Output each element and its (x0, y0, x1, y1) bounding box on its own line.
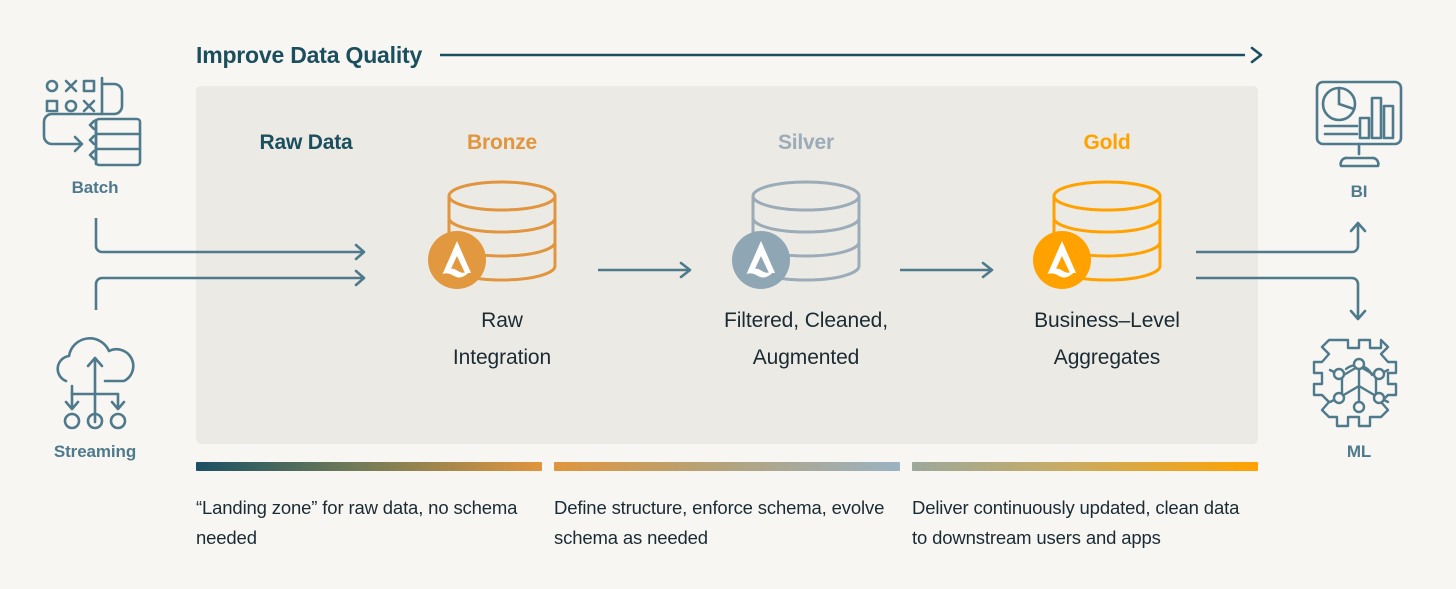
stage-gold[interactable]: Gold Business–Level Aggregates (977, 130, 1237, 376)
ml-gear-network-icon (1284, 336, 1434, 432)
consumer-bi[interactable]: BI (1284, 76, 1434, 202)
stage-gold-description-line1: Business–Level (1034, 309, 1180, 332)
bronze-to-silver-arrow (596, 258, 698, 282)
batch-icon (20, 72, 170, 168)
stage-gold-description-line2: Aggregates (1053, 346, 1161, 369)
stage-silver-description-line1: Filtered, Cleaned, (724, 309, 888, 332)
gold-to-consumers-connectors (1194, 218, 1386, 328)
callout-silver-bar (554, 462, 900, 471)
stage-raw-data: Raw Data (176, 130, 436, 156)
stage-gold-description: Business–Level Aggregates (977, 302, 1237, 376)
streaming-cloud-icon (20, 336, 170, 432)
silver-to-gold-arrow (898, 258, 1000, 282)
callout-silver: Define structure, enforce schema, evolve… (554, 462, 900, 572)
stage-bronze-label: Bronze (467, 131, 537, 154)
improve-quality-arrow (440, 45, 1266, 65)
callout-bronze: “Landing zone” for raw data, no schema n… (196, 462, 542, 572)
stage-raw-data-label: Raw Data (259, 131, 353, 154)
stage-gold-label: Gold (1083, 131, 1131, 154)
callout-row: “Landing zone” for raw data, no schema n… (196, 462, 1258, 572)
consumer-ml-label: ML (1346, 442, 1372, 461)
page-title: Improve Data Quality (196, 41, 423, 68)
callout-bronze-bar (196, 462, 542, 471)
stage-bronze-description-line1: Raw (481, 309, 523, 332)
delta-lake-logo-icon (732, 231, 790, 289)
source-batch[interactable]: Batch (20, 72, 170, 198)
callout-silver-text: Define structure, enforce schema, evolve… (554, 497, 885, 548)
database-stack-icon (977, 178, 1237, 290)
diagram-header: Improve Data Quality (196, 38, 1266, 72)
bi-dashboard-monitor-icon (1284, 76, 1434, 172)
callout-bronze-text: “Landing zone” for raw data, no schema n… (196, 497, 518, 548)
database-stack-icon (372, 178, 632, 290)
stage-bronze-description: Raw Integration (372, 302, 632, 376)
stage-silver-description-line2: Augmented (752, 346, 860, 369)
stage-bronze-description-line2: Integration (452, 346, 552, 369)
source-streaming[interactable]: Streaming (20, 336, 170, 462)
database-stack-icon (676, 178, 936, 290)
source-to-bronze-connectors (80, 216, 380, 312)
stage-silver-label: Silver (777, 131, 834, 154)
callout-gold-bar (912, 462, 1258, 471)
stage-silver[interactable]: Silver Filtered, Cleaned, Augmented (676, 130, 936, 376)
stage-bronze[interactable]: Bronze Raw Integration (372, 130, 632, 376)
stage-silver-description: Filtered, Cleaned, Augmented (676, 302, 936, 376)
consumer-bi-label: BI (1350, 182, 1368, 201)
callout-gold: Deliver continuously updated, clean data… (912, 462, 1258, 572)
callout-gold-text: Deliver continuously updated, clean data… (912, 497, 1240, 548)
source-streaming-label: Streaming (53, 442, 137, 461)
source-batch-label: Batch (71, 178, 119, 197)
delta-lake-logo-icon (428, 231, 486, 289)
delta-lake-logo-icon (1033, 231, 1091, 289)
consumer-ml[interactable]: ML (1284, 336, 1434, 462)
